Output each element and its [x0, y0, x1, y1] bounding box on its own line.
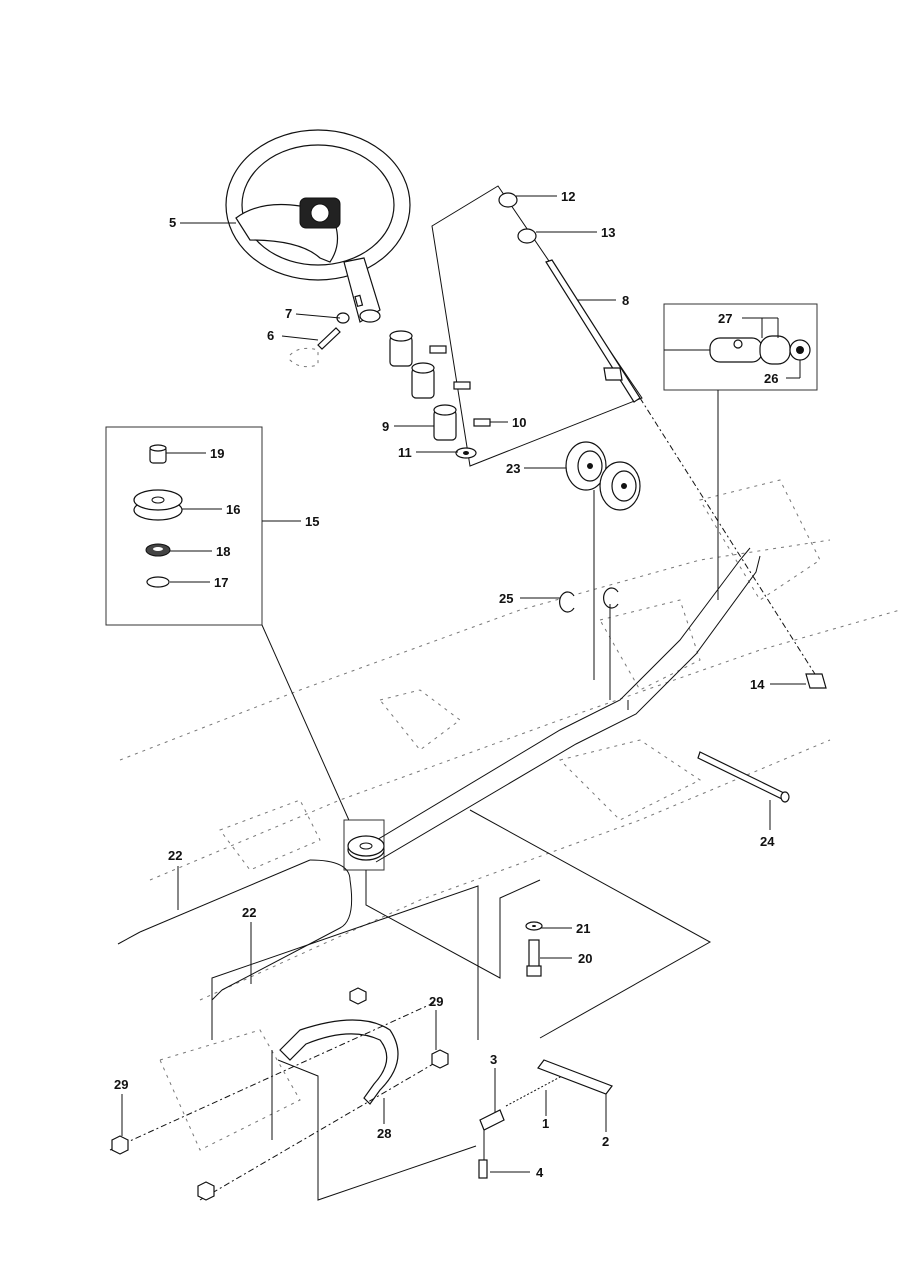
bolt-washer [525, 921, 543, 977]
couplers [389, 330, 491, 459]
callout-6: 6 [267, 328, 274, 343]
center-pulley [347, 835, 385, 861]
bolt-14 [805, 673, 827, 689]
callout-3: 3 [490, 1052, 497, 1067]
callout-11: 11 [398, 445, 412, 460]
shaft-24 [697, 751, 790, 803]
callout-7: 7 [285, 306, 292, 321]
nuts-29 [111, 987, 449, 1201]
callout-2: 2 [602, 1134, 609, 1149]
callout-29-right: 29 [429, 994, 443, 1009]
callout-1: 1 [542, 1116, 549, 1131]
callout-12: 12 [561, 189, 575, 204]
detail-box-pulley-assembly [105, 426, 361, 846]
callout-22-upper: 22 [168, 848, 182, 863]
callout-27: 27 [718, 311, 732, 326]
callout-labels: 1 2 3 4 5 6 7 8 9 10 11 12 13 14 15 16 1… [114, 189, 778, 1180]
pulley-group-detail [133, 444, 183, 588]
callout-22-lower: 22 [242, 905, 256, 920]
callout-9: 9 [382, 419, 389, 434]
leader-lines [121, 195, 806, 1173]
callout-17: 17 [214, 575, 228, 590]
callout-20: 20 [578, 951, 592, 966]
chassis-frame-ghost [119, 479, 901, 1151]
steering-shaft [498, 192, 641, 403]
callout-14: 14 [750, 677, 765, 692]
callout-10: 10 [512, 415, 526, 430]
bracket-28 [109, 999, 441, 1201]
callout-18: 18 [216, 544, 230, 559]
callout-15: 15 [305, 514, 319, 529]
callout-29-left: 29 [114, 1077, 128, 1092]
clips [559, 587, 619, 613]
callout-24: 24 [760, 834, 775, 849]
pin-parts [289, 294, 364, 368]
callout-19: 19 [210, 446, 224, 461]
callout-8: 8 [622, 293, 629, 308]
detail-box-center [211, 700, 712, 1201]
callout-16: 16 [226, 502, 240, 517]
callout-28: 28 [377, 1126, 391, 1141]
callout-25: 25 [499, 591, 513, 606]
pulleys [565, 441, 641, 511]
spring-plate-assembly [478, 1059, 613, 1179]
callout-21: 21 [576, 921, 590, 936]
callout-4: 4 [536, 1165, 544, 1180]
steering-wheel [225, 129, 411, 323]
steering-cable [359, 397, 821, 863]
callout-5: 5 [169, 215, 176, 230]
callout-26: 26 [764, 371, 778, 386]
chain-link-detail [664, 335, 811, 365]
callout-13: 13 [601, 225, 615, 240]
callout-23: 23 [506, 461, 520, 476]
cable-rods [117, 859, 353, 1001]
